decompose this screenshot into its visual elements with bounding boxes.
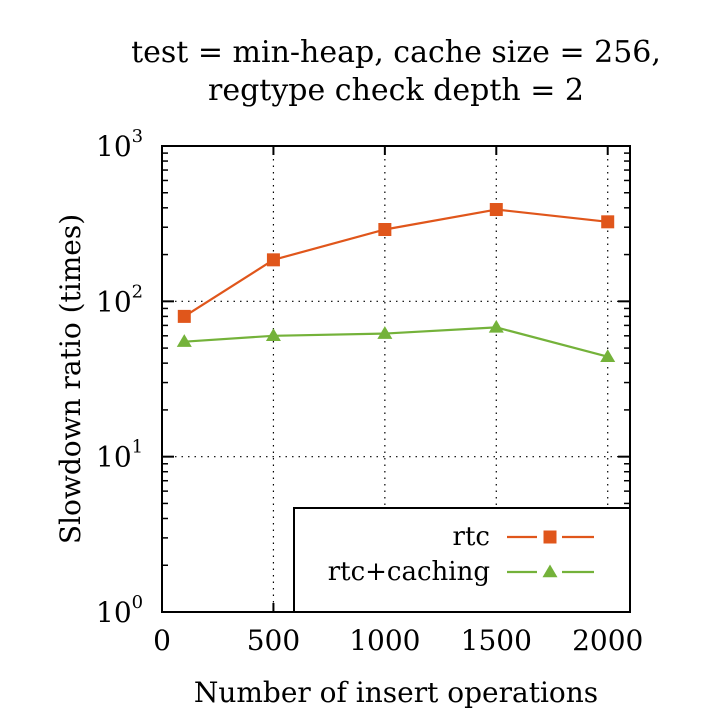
- data-point-rtc-caching: [176, 334, 192, 347]
- x-tick-labels: 0 500 1000 1500 2000: [153, 624, 643, 657]
- data-point-rtc-caching: [265, 328, 281, 342]
- x-axis-label: Number of insert operations: [194, 676, 598, 709]
- y-tick-label-exponent: 2: [132, 281, 143, 302]
- chart-title-line-2: regtype check depth = 2: [208, 73, 584, 108]
- legend-label-rtc: rtc: [453, 522, 490, 552]
- data-point-rtc-caching: [377, 326, 393, 339]
- data-point-rtc-caching: [600, 349, 616, 362]
- data-point-rtc: [378, 223, 392, 237]
- data-point-rtc: [601, 215, 615, 229]
- y-tick-label-base: 10: [96, 285, 132, 318]
- legend: rtc rtc+caching: [293, 507, 631, 613]
- legend-marker-rtc-caching: [542, 564, 558, 578]
- legend-box: [293, 507, 631, 613]
- y-tick-label: 103: [96, 126, 143, 163]
- y-tick-label-exponent: 1: [132, 437, 143, 458]
- x-tick-label: 1500: [461, 624, 532, 657]
- data-point-rtc-caching: [488, 319, 504, 333]
- x-tick-label: 500: [247, 624, 300, 657]
- data-point-rtc: [266, 253, 280, 267]
- data-point-rtc: [177, 309, 191, 323]
- series-line-rtc-caching: [184, 326, 608, 358]
- chart-title: test = min-heap, cache size = 256, regty…: [131, 35, 661, 108]
- x-tick-label: 0: [153, 624, 171, 657]
- y-tick-label-base: 10: [96, 441, 132, 474]
- legend-samples: [507, 530, 594, 578]
- y-tick-label-exponent: 3: [132, 126, 143, 147]
- legend-marker-rtc: [543, 530, 557, 544]
- series-layer: [176, 203, 616, 362]
- legend-label-rtc-caching: rtc+caching: [328, 557, 490, 587]
- data-point-rtc: [489, 203, 503, 217]
- y-tick-label-base: 10: [96, 130, 132, 163]
- y-tick-label: 102: [96, 281, 143, 318]
- series-line-rtc: [183, 208, 608, 318]
- x-tick-label: 2000: [572, 624, 643, 657]
- y-axis-label: Slowdown ratio (times): [54, 214, 87, 544]
- y-tick-label-base: 10: [96, 596, 132, 629]
- chart-title-line-1: test = min-heap, cache size = 256,: [131, 35, 661, 70]
- y-tick-label: 100: [96, 592, 143, 629]
- y-tick-label-exponent: 0: [132, 592, 143, 613]
- x-tick-label: 1000: [349, 624, 420, 657]
- y-tick-label: 101: [96, 437, 143, 474]
